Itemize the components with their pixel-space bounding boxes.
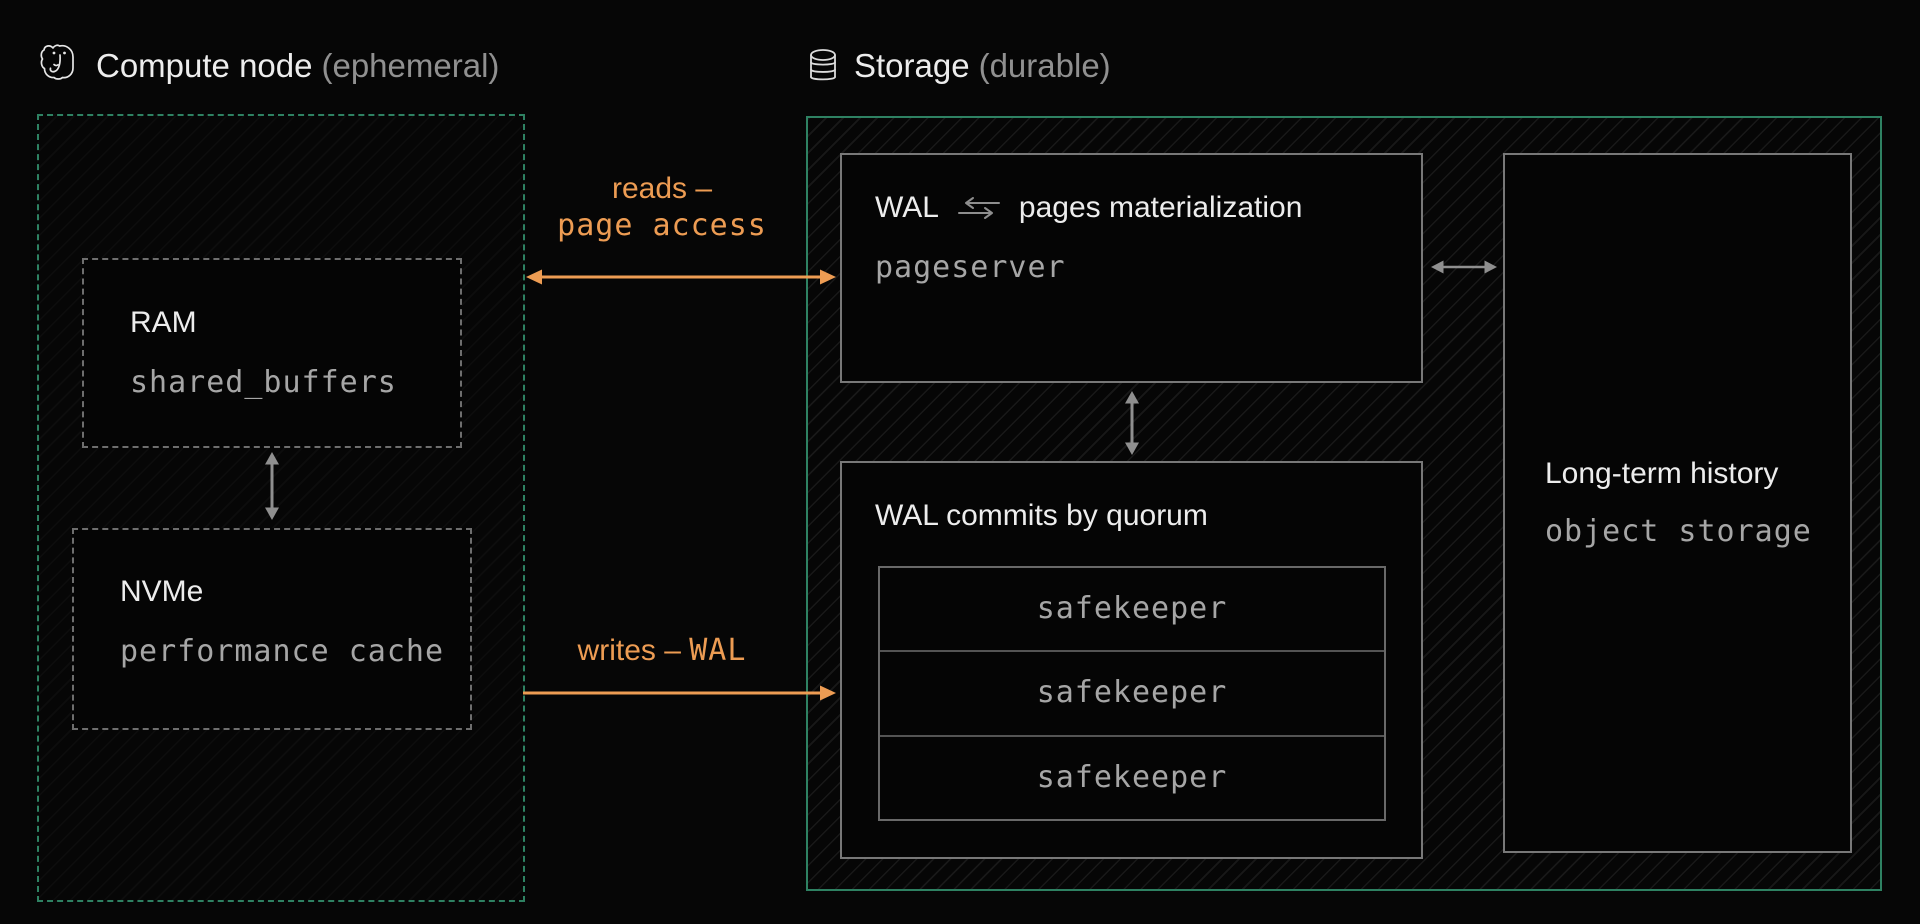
- long-term-title: Long-term history: [1545, 457, 1779, 490]
- writes-label: writes – WAL: [510, 632, 814, 669]
- pageserver-walcommits-arrow: [1120, 389, 1144, 457]
- long-term-code-label: object storage: [1545, 514, 1812, 549]
- nvme-code-label: performance cache: [120, 634, 445, 669]
- compute-header-title: Compute node(ephemeral): [96, 47, 499, 85]
- reads-label: reads – page access: [510, 170, 814, 245]
- safekeeper-label: safekeeper: [1036, 759, 1228, 795]
- long-term-history-box: Long-term history object storage: [1503, 153, 1852, 853]
- swap-arrows-icon: [957, 197, 1000, 219]
- safekeeper-container: safekeeper safekeeper safekeeper: [878, 566, 1386, 821]
- database-cylinder-icon: [810, 49, 836, 81]
- ram-nvme-arrow: [260, 450, 284, 522]
- safekeeper-label: safekeeper: [1036, 591, 1228, 627]
- nvme-box: NVMe performance cache: [72, 528, 472, 730]
- storage-header: Storage(durable): [808, 40, 1111, 92]
- compute-node-box: [37, 114, 525, 902]
- writes-label-code: WAL: [689, 633, 747, 668]
- storage-header-title: Storage(durable): [854, 47, 1111, 85]
- wal-commits-title: WAL commits by quorum: [875, 499, 1208, 532]
- safekeeper-row: safekeeper: [880, 568, 1384, 650]
- writes-arrow: [523, 681, 837, 705]
- storage-title: Storage: [854, 47, 970, 84]
- reads-label-line2: page access: [557, 208, 767, 243]
- safekeeper-label: safekeeper: [1036, 675, 1228, 711]
- postgresql-elephant-icon: [40, 44, 74, 80]
- nvme-title: NVMe: [120, 575, 204, 608]
- compute-title: Compute node: [96, 47, 313, 84]
- pageserver-code-label: pageserver: [875, 250, 1066, 285]
- pageserver-title-pages: pages materialization: [1018, 191, 1303, 224]
- compute-qualifier: (ephemeral): [321, 47, 500, 84]
- safekeeper-row: safekeeper: [880, 734, 1384, 819]
- safekeeper-row: safekeeper: [880, 650, 1384, 734]
- compute-header: Compute node(ephemeral): [38, 40, 499, 92]
- ram-title: RAM: [130, 306, 197, 339]
- reads-label-line1: reads –: [611, 172, 713, 205]
- storage-qualifier: (durable): [978, 47, 1111, 84]
- pageserver-title-wal: WAL: [875, 191, 939, 224]
- reads-arrow: [525, 265, 837, 289]
- pageserver-box: WAL pages materialization pageserver: [840, 153, 1423, 383]
- ram-code-label: shared_buffers: [130, 365, 397, 400]
- ram-box: RAM shared_buffers: [82, 258, 462, 448]
- pageserver-longterm-arrow: [1429, 255, 1499, 279]
- writes-label-text: writes –: [577, 634, 681, 667]
- wal-commits-box: WAL commits by quorum safekeeper safekee…: [840, 461, 1423, 859]
- pageserver-title-row: WAL pages materialization: [875, 189, 1421, 227]
